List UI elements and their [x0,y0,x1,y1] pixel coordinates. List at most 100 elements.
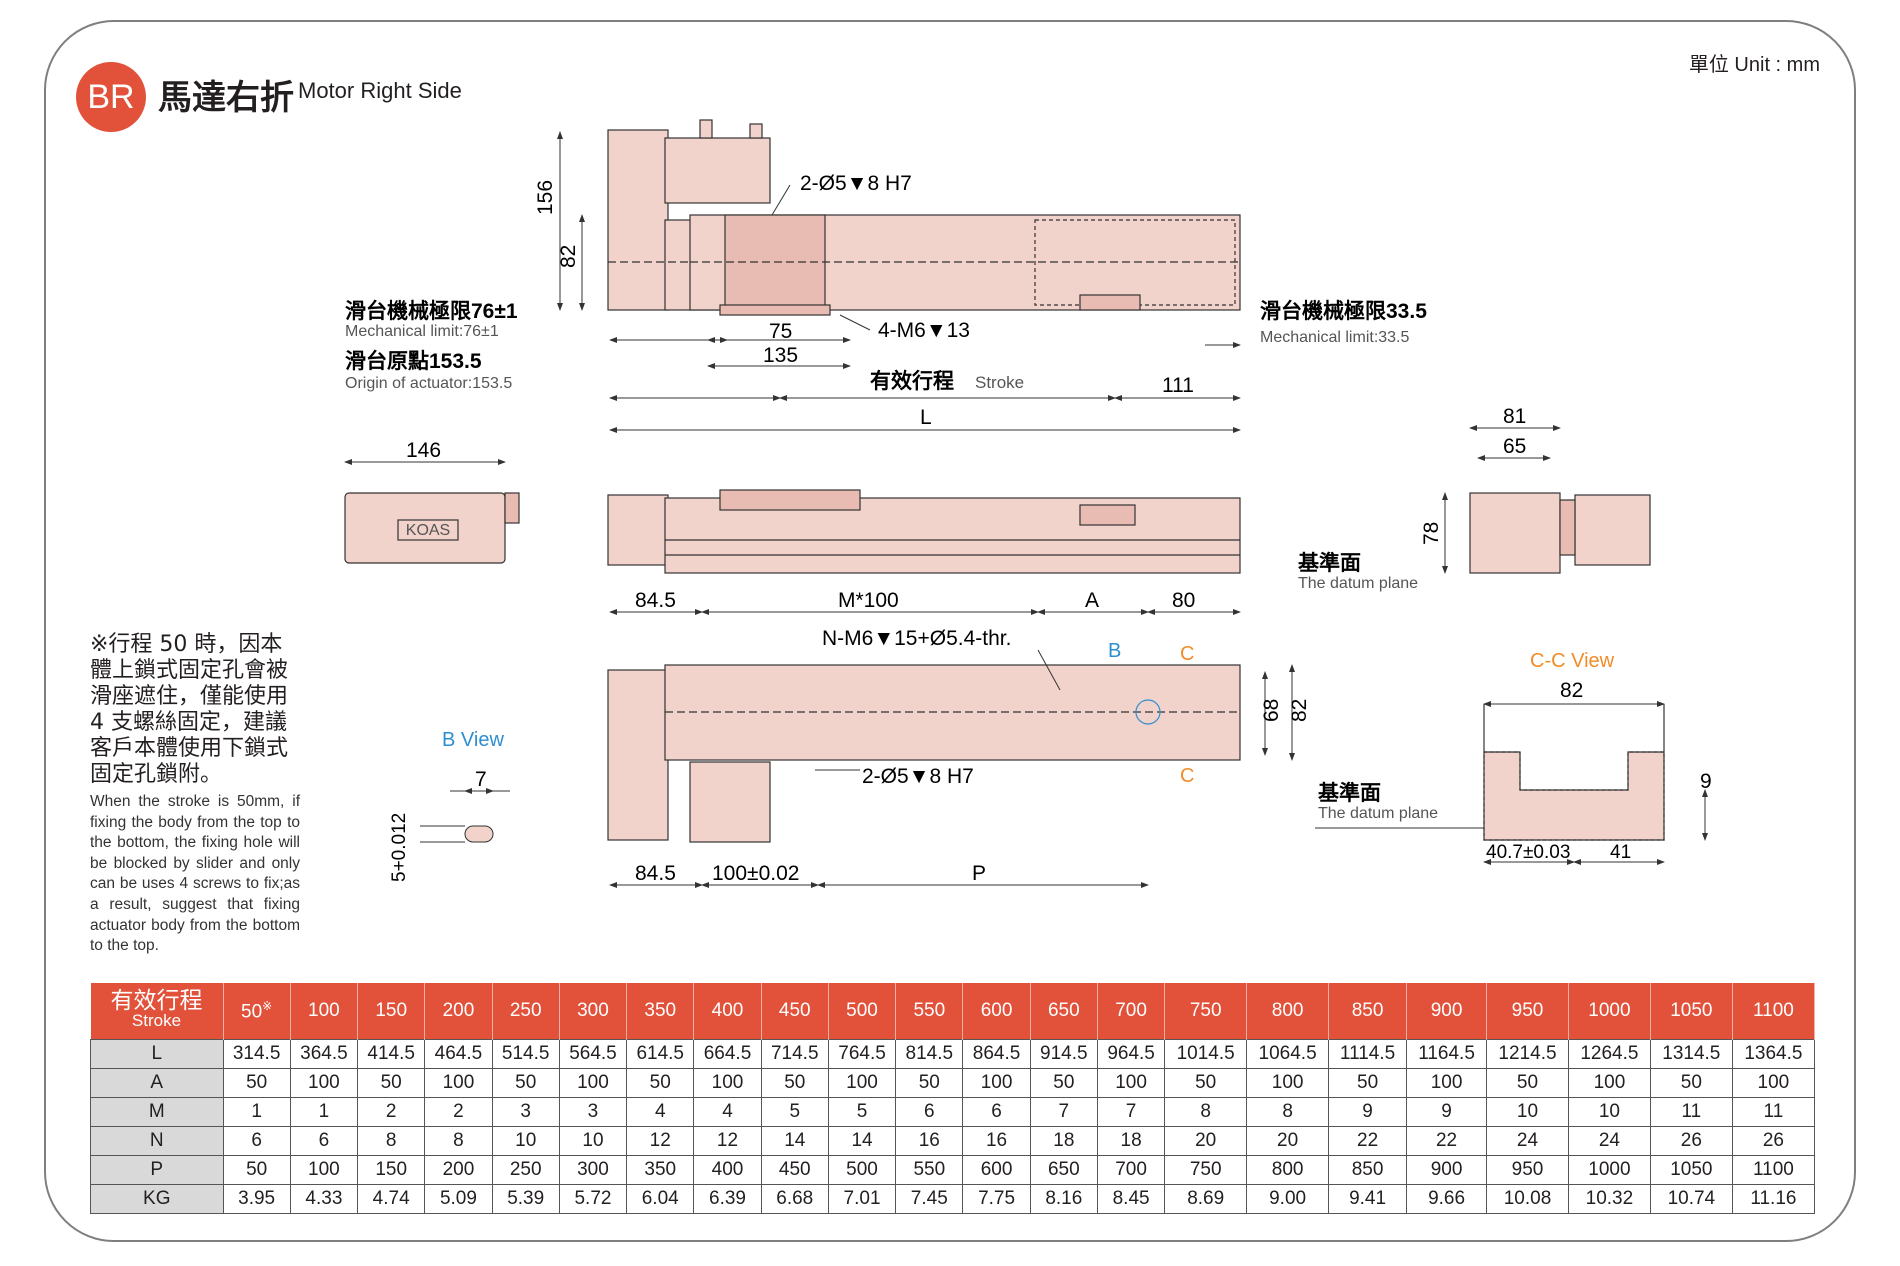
row-label: M [90,1097,224,1127]
datum-cn-end: 基準面 [1298,551,1361,575]
table-cell: 100 [289,1068,359,1098]
table-cell: 4.33 [289,1184,359,1214]
stroke-value: 1100 [1752,1000,1794,1021]
table-cell: 50 [1486,1068,1569,1098]
stroke-col-350: 350 [626,983,695,1040]
table-cell: 1000 [1567,1155,1651,1185]
table-cell: 10 [1567,1097,1651,1127]
table-cell: 8 [1164,1097,1248,1127]
stroke-value: 150 [375,1000,408,1021]
table-cell: 50 [1328,1068,1408,1098]
stroke-col-900: 900 [1406,983,1488,1040]
table-cell: 50 [1029,1068,1098,1098]
bottom-view [607,664,1241,843]
table-cell: 5 [827,1097,897,1127]
dim-7: 7 [475,768,487,791]
table-cell: 3 [491,1097,560,1127]
motor-body [664,137,771,204]
dim-5: 5+0.012 [389,813,410,882]
stroke-value: 500 [846,1000,878,1021]
stroke-col-800: 800 [1246,983,1330,1040]
table-cell: 100 [1567,1068,1651,1098]
table-cell: 2 [424,1097,493,1127]
dim-m100: M*100 [838,589,899,612]
datum-cn-cc: 基準面 [1318,781,1381,805]
table-cell: 16 [895,1126,964,1156]
koas-logo: KOAS [406,522,450,539]
table-cell: 1364.5 [1731,1039,1816,1069]
stroke-col-850: 850 [1328,983,1408,1040]
stroke-value: 900 [1430,1000,1463,1021]
top-view [607,119,1241,316]
stroke-value: 950 [1511,1000,1544,1021]
stroke-col-450: 450 [761,983,829,1040]
stroke-col-50: 50※ [223,983,291,1040]
dim-156: 156 [534,180,557,215]
label-C-bottom: C [1180,765,1194,787]
table-cell: 10 [491,1126,560,1156]
table-cell: 4.74 [357,1184,426,1214]
stroke-col-150: 150 [357,983,426,1040]
table-cell: 9.00 [1246,1184,1330,1214]
table-cell: 12 [626,1126,695,1156]
table-cell: 100 [1406,1068,1488,1098]
table-cell: 26 [1649,1126,1733,1156]
table-cell: 24 [1486,1126,1569,1156]
table-cell: 14 [827,1126,897,1156]
table-cell: 14 [760,1126,829,1156]
dim-75: 75 [769,320,792,343]
table-cell: 800 [1246,1155,1330,1185]
table-cell: 50 [895,1068,964,1098]
table-cell: 900 [1406,1155,1488,1185]
table-cell: 1100 [1731,1155,1816,1185]
table-cell: 100 [289,1155,359,1185]
series-badge: BR [76,62,146,132]
row-label: KG [90,1184,224,1214]
table-cell: 8 [424,1126,493,1156]
stroke-header-cn: 有效行程 [110,988,203,1014]
table-cell: 8.69 [1164,1184,1248,1214]
table-cell: 50 [1649,1068,1733,1098]
dim-78: 78 [1420,522,1443,545]
table-cell: 100 [558,1068,628,1098]
table-cell: 1 [222,1097,291,1127]
table-cell: 614.5 [626,1039,695,1069]
stroke-col-700: 700 [1097,983,1166,1040]
table-cell: 250 [491,1155,560,1185]
table-cell: 4 [693,1097,762,1127]
table-cell: 314.5 [222,1039,291,1069]
stroke-col-650: 650 [1030,983,1098,1040]
stroke-note-cn: ※行程 50 時，因本體上鎖式固定孔會被滑座遮住，僅能使用 4 支螺絲固定，建議… [90,632,289,787]
stroke-note-mark: ※ [262,998,273,1013]
table-cell: 8 [357,1126,426,1156]
stroke-value: 350 [644,1000,677,1021]
table-cell: 7.45 [895,1184,964,1214]
stroke-value: 450 [778,1000,811,1021]
table-cell: 514.5 [491,1039,560,1069]
table-cell: 764.5 [827,1039,897,1069]
table-cell: 8.16 [1029,1184,1098,1214]
table-cell: 664.5 [693,1039,762,1069]
datum-en-end: The datum plane [1298,575,1418,592]
end-view [1469,492,1651,574]
table-cell: 450 [760,1155,829,1185]
table-cell: 10.32 [1567,1184,1651,1214]
top-view-dims [557,131,1241,433]
table-cell: 6 [289,1126,359,1156]
stroke-value: 50 [241,1001,263,1023]
table-cell: 414.5 [357,1039,426,1069]
cc-dim-9: 9 [1700,770,1712,793]
table-cell: 150 [357,1155,426,1185]
table-cell: 6.04 [626,1184,695,1214]
table-cell: 714.5 [760,1039,829,1069]
stroke-note: ※行程 50 時，因本體上鎖式固定孔會被滑座遮住，僅能使用 4 支螺絲固定，建議… [90,632,300,957]
dim-82-bottom: 82 [1288,699,1311,722]
table-cell: 50 [626,1068,695,1098]
table-cell: 50 [357,1068,426,1098]
cc-dim-41: 41 [1610,842,1631,863]
dim-81: 81 [1503,405,1526,428]
page-frame [44,20,1856,1242]
table-cell: 1064.5 [1246,1039,1330,1069]
